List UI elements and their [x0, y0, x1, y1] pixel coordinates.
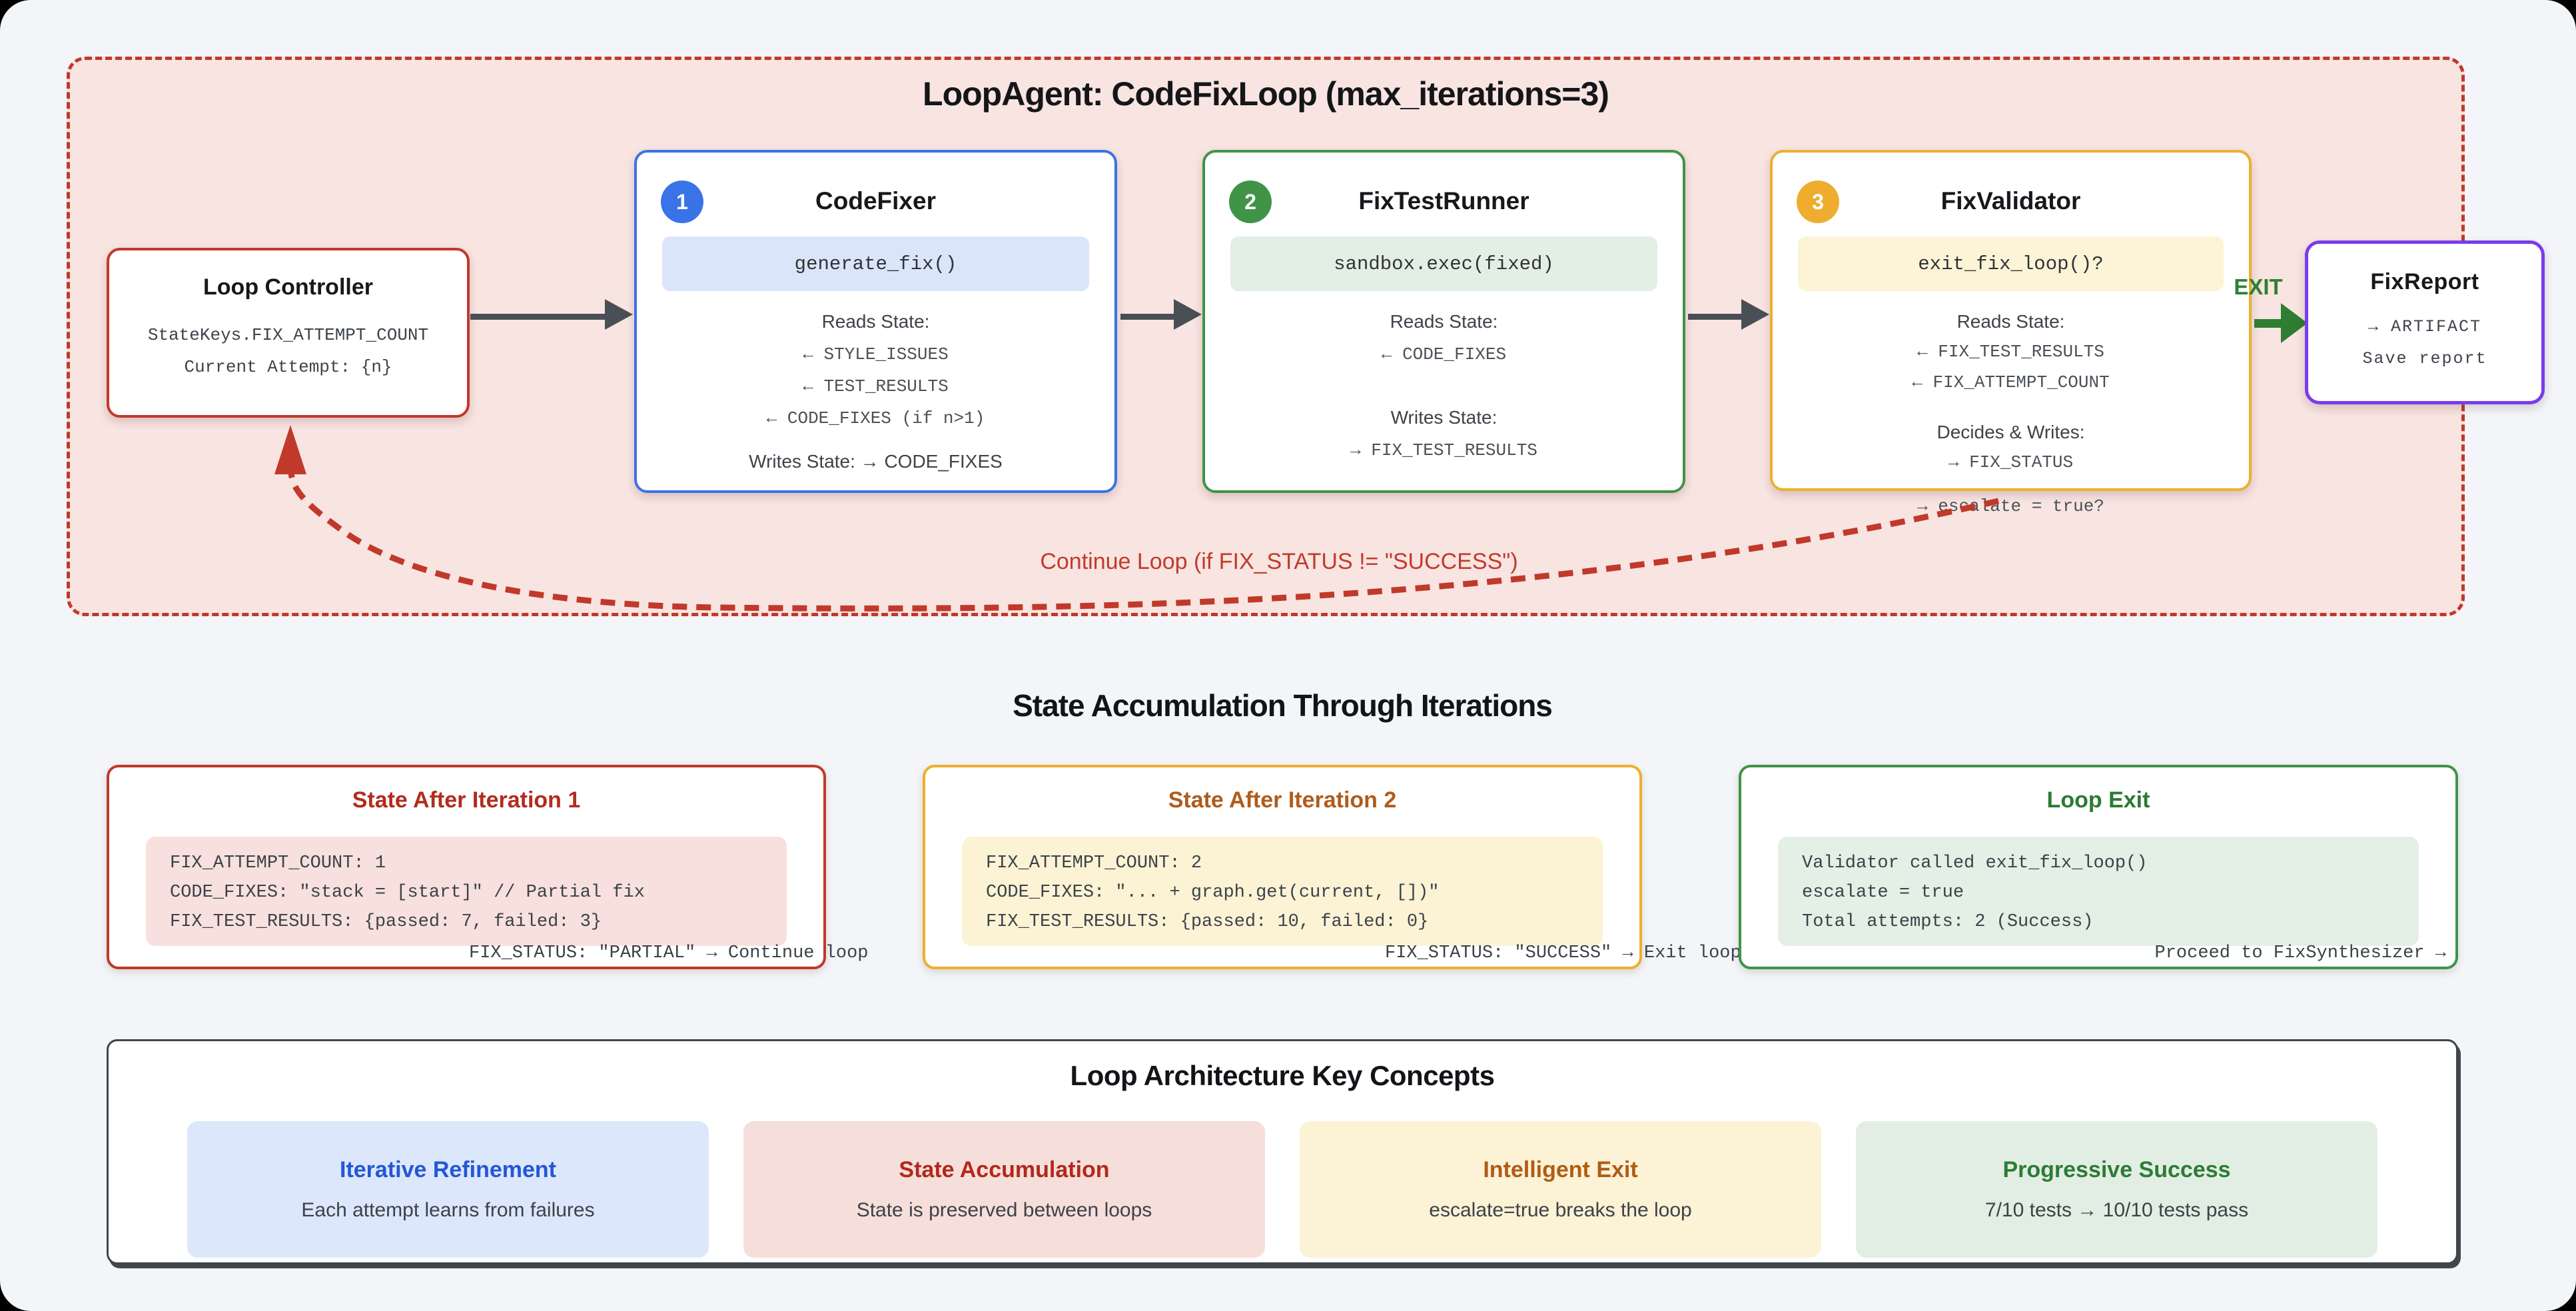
concept-card-intelligent-exit: Intelligent Exit escalate=true breaks th… [1300, 1121, 1821, 1258]
state-code-block: Validator called exit_fix_loop() escalat… [1778, 837, 2419, 946]
agent-box-codefixer: 1 CodeFixer generate_fix() Reads State: … [634, 150, 1117, 493]
step-badge-2: 2 [1229, 181, 1272, 223]
step-badge-3: 3 [1797, 181, 1839, 223]
fixtestrunner-writes-label: Writes State: [1390, 407, 1498, 428]
concept-subtitle: 7/10 tests → 10/10 tests pass [1984, 1199, 2249, 1221]
state-overflow-line: FIX_STATUS: "SUCCESS" → Exit loop [1385, 943, 1741, 963]
concept-title: Iterative Refinement [340, 1157, 556, 1182]
codefixer-code-pill: generate_fix() [662, 236, 1089, 291]
loop-controller-attempt: Current Attempt: {n} [184, 357, 392, 377]
fixreport-artifact-line: → ARTIFACT [2367, 317, 2482, 336]
concept-subtitle: Each attempt learns from failures [301, 1199, 595, 1221]
fixreport-save-line: Save report [2362, 349, 2487, 368]
codefixer-reads-label: Reads State: [821, 311, 930, 332]
state-code-line: CODE_FIXES: "stack = [start]" // Partial… [170, 883, 645, 903]
state-box-loop-exit: Loop Exit Validator called exit_fix_loop… [1739, 765, 2458, 969]
fixvalidator-writes-label: Decides & Writes: [1936, 422, 2085, 442]
continue-loop-label: Continue Loop (if FIX_STATUS != "SUCCESS… [1040, 549, 1518, 574]
concept-card-state-accumulation: State Accumulation State is preserved be… [743, 1121, 1265, 1258]
loop-controller-statekey: StateKeys.FIX_ATTEMPT_COUNT [147, 325, 429, 345]
concept-card-iterative-refinement: Iterative Refinement Each attempt learns… [187, 1121, 709, 1258]
codefixer-read-line: ← STYLE_ISSUES [803, 344, 949, 364]
state-code-block: FIX_ATTEMPT_COUNT: 2 CODE_FIXES: "... + … [962, 837, 1603, 946]
fixreport-box: FixReport → ARTIFACT Save report [2305, 240, 2545, 404]
codefixer-title: CodeFixer [815, 187, 936, 215]
concept-title: State Accumulation [899, 1157, 1110, 1182]
state-box-title: State After Iteration 1 [352, 787, 581, 813]
state-box-title: State After Iteration 2 [1168, 787, 1397, 813]
state-code-block: FIX_ATTEMPT_COUNT: 1 CODE_FIXES: "stack … [146, 837, 787, 946]
codefixer-read-line: ← TEST_RESULTS [803, 376, 949, 396]
codefixer-read-line: ← CODE_FIXES (if n>1) [766, 408, 985, 428]
exit-arrow [2254, 319, 2282, 328]
state-code-line: FIX_ATTEMPT_COUNT: 1 [170, 853, 386, 873]
fixvalidator-read-line: ← FIX_ATTEMPT_COUNT [1912, 372, 2110, 392]
exit-label: EXIT [2234, 274, 2283, 299]
fixtestrunner-reads-label: Reads State: [1390, 311, 1498, 332]
concept-title: Intelligent Exit [1483, 1157, 1638, 1182]
concept-cards-row: Iterative Refinement Each attempt learns… [187, 1121, 2377, 1258]
step-badge-1: 1 [661, 181, 703, 223]
state-section-heading: State Accumulation Through Iterations [1013, 688, 1553, 723]
concept-title: Progressive Success [2002, 1157, 2231, 1182]
fixvalidator-code-pill: exit_fix_loop()? [1798, 236, 2224, 291]
state-code-line: Total attempts: 2 (Success) [1802, 912, 2094, 932]
fixtestrunner-read-line: ← CODE_FIXES [1381, 344, 1507, 364]
state-box-title: Loop Exit [2046, 787, 2150, 813]
concept-subtitle: State is preserved between loops [856, 1199, 1152, 1221]
fixvalidator-read-line: ← FIX_TEST_RESULTS [1917, 342, 2104, 362]
concepts-heading: Loop Architecture Key Concepts [1070, 1060, 1495, 1091]
fixtestrunner-write-line: → FIX_TEST_RESULTS [1350, 440, 1537, 460]
state-overflow-line: FIX_STATUS: "PARTIAL" → Continue loop [469, 943, 869, 963]
state-code-line: FIX_TEST_RESULTS: {passed: 10, failed: 0… [986, 912, 1429, 932]
state-code-line: Validator called exit_fix_loop() [1802, 853, 2148, 873]
state-code-line: CODE_FIXES: "... + graph.get(current, []… [986, 883, 1440, 903]
fixvalidator-write-line-escalate: → escalate = true? [1917, 496, 2104, 516]
fixvalidator-write-line: → FIX_STATUS [1948, 452, 2074, 472]
fixtestrunner-title: FixTestRunner [1358, 187, 1529, 215]
loop-title: LoopAgent: CodeFixLoop (max_iterations=3… [923, 75, 1609, 113]
fixreport-title: FixReport [2370, 269, 2479, 294]
loop-controller-box: Loop Controller StateKeys.FIX_ATTEMPT_CO… [107, 248, 470, 418]
agent-box-fixtestrunner: 2 FixTestRunner sandbox.exec(fixed) Read… [1202, 150, 1685, 493]
concept-card-progressive-success: Progressive Success 7/10 tests → 10/10 t… [1856, 1121, 2377, 1258]
exit-arrowhead [2281, 303, 2308, 343]
arrow-testrunner-to-validator [1688, 314, 1743, 320]
arrowhead-codefixer-to-testrunner [1174, 299, 1202, 330]
agent-box-fixvalidator: 3 FixValidator exit_fix_loop()? Reads St… [1770, 150, 2252, 516]
codefixer-writes-line: Writes State: → CODE_FIXES [749, 451, 1003, 472]
arrowhead-testrunner-to-validator [1741, 299, 1769, 330]
fixvalidator-reads-label: Reads State: [1956, 311, 2065, 332]
fixvalidator-title: FixValidator [1940, 187, 2081, 215]
arrow-codefixer-to-testrunner [1120, 314, 1175, 320]
state-code-line: escalate = true [1802, 883, 1964, 903]
arrow-controller-to-codefixer [470, 314, 607, 320]
arrowhead-controller-to-codefixer [605, 299, 633, 330]
state-box-iteration-2: State After Iteration 2 FIX_ATTEMPT_COUN… [923, 765, 1741, 969]
state-box-iteration-1: State After Iteration 1 FIX_ATTEMPT_COUN… [107, 765, 869, 969]
fixtestrunner-code-pill: sandbox.exec(fixed) [1230, 236, 1657, 291]
concept-subtitle: escalate=true breaks the loop [1429, 1199, 1692, 1221]
state-code-line: FIX_TEST_RESULTS: {passed: 7, failed: 3} [170, 912, 602, 932]
state-overflow-line: Proceed to FixSynthesizer → [2154, 943, 2446, 963]
state-code-line: FIX_ATTEMPT_COUNT: 2 [986, 853, 1202, 873]
concepts-panel: Loop Architecture Key Concepts Iterative… [107, 1039, 2458, 1264]
loop-controller-title: Loop Controller [203, 274, 373, 300]
